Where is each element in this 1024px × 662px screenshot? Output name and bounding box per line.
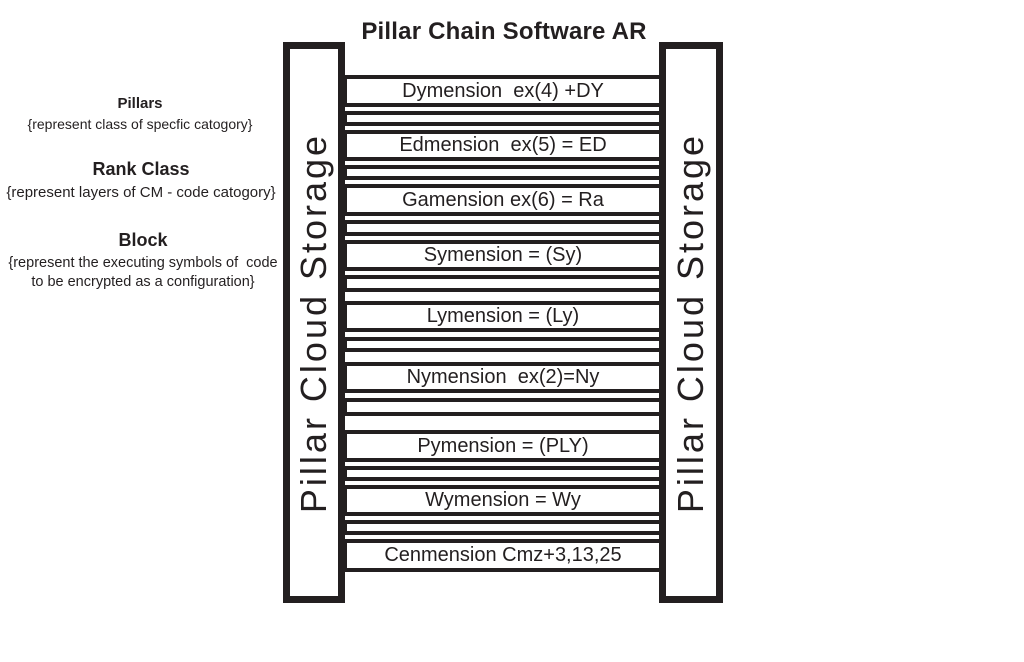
chain-spacer [343,398,663,416]
chain-rung-gamension: Gamension ex(6) = Ra [343,184,663,216]
legend-pillars: Pillars {represent class of specfic cato… [8,95,272,134]
right-pillar-label: Pillar Cloud Storage [670,132,711,513]
chain-spacer [343,275,663,292]
legend-rank-class-description: {represent layers of CM - code catogory} [6,184,276,201]
chain-rung-cenmension: Cenmension Cmz+3,13,25 [343,539,663,572]
legend-pillars-description: {represent class of specfic catogory} [27,116,253,132]
legend-rank-class: Rank Class {represent layers of CM - cod… [0,159,282,202]
legend-rank-class-heading: Rank Class [92,159,190,179]
chain-rung-label: Wymension = Wy [425,489,581,511]
chain-rung-label: Symension = (Sy) [423,244,583,266]
chain-rung-label: Edmension ex(5) = ED [399,134,607,156]
legend-block-description-line1: {represent the executing symbols of code [8,255,278,271]
legend-pillars-heading: Pillars [117,95,163,112]
chain-rung-label: Nymension ex(2)=Ny [406,366,600,388]
legend-block-heading: Block [118,230,168,250]
chain-spacer [343,220,663,236]
chain-spacer [343,165,663,180]
chain-spacer [343,466,663,481]
chain-rung-label: Dymension ex(4) +DY [402,79,604,102]
legend-block-description-line2: to be encrypted as a configuration} [31,274,255,290]
chain-rung-symension: Symension = (Sy) [343,240,663,271]
left-pillar-label: Pillar Cloud Storage [293,132,334,513]
chain-rung-label: Gamension ex(6) = Ra [402,188,604,211]
legend-block: Block {represent the executing symbols o… [0,230,286,292]
chain-rung-nymension: Nymension ex(2)=Ny [343,362,663,393]
left-pillar: Pillar Cloud Storage [283,42,345,603]
chain-rung-label: Pymension = (PLY) [417,434,589,457]
page-title: Pillar Chain Software AR [361,18,647,45]
chain-spacer [343,337,663,352]
chain-rung-dymension: Dymension ex(4) +DY [343,75,663,107]
chain-rung-label: Lymension = (Ly) [426,305,580,327]
chain-spacer [343,520,663,535]
chain-spacer [343,111,663,126]
right-pillar: Pillar Cloud Storage [659,42,723,603]
chain-rung-lymension: Lymension = (Ly) [343,301,663,332]
chain-rung-label: Cenmension Cmz+3,13,25 [384,544,622,566]
chain-rung-pymension: Pymension = (PLY) [343,430,663,462]
chain-rung-edmension: Edmension ex(5) = ED [343,130,663,161]
chain-rung-wymension: Wymension = Wy [343,485,663,516]
